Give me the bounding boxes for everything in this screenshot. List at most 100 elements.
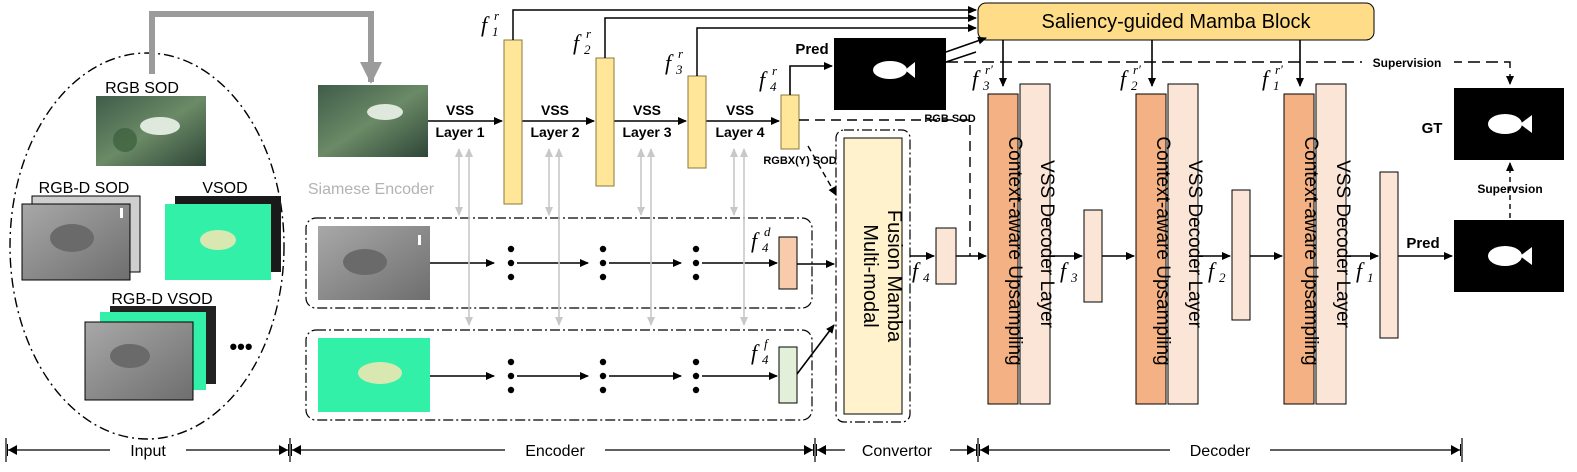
- svg-text:1: 1: [1273, 78, 1280, 93]
- svg-text:d: d: [764, 224, 771, 239]
- svg-text:f: f: [481, 12, 490, 37]
- vss-label-4: VSS: [726, 102, 754, 118]
- siamese-sharing-arrows: [455, 148, 748, 326]
- convertor-block: Multi-modal Fusion Mamba: [835, 129, 911, 423]
- svg-text:r: r: [678, 46, 684, 61]
- section-decoder: Decoder: [1190, 443, 1251, 460]
- label-f1r: f 1 r: [481, 8, 500, 39]
- label-f3r-prime: f 3 r′: [972, 62, 993, 93]
- decoder-layer-label-3: VSS Decoder Layer: [1332, 160, 1353, 329]
- svg-text:1: 1: [1367, 270, 1374, 285]
- rgb-sod-image: [96, 96, 206, 166]
- svg-text:f: f: [759, 67, 768, 92]
- layer-label-3: Layer 3: [622, 124, 671, 140]
- label-f2r-prime: f 2 r′: [1120, 62, 1141, 93]
- rgbd-sod-images: [21, 195, 141, 281]
- decoder-stage-2: Context-aware Upsampling VSS Decoder Lay…: [1120, 62, 1205, 405]
- svg-text:r: r: [494, 8, 500, 23]
- svg-text:2: 2: [1131, 78, 1138, 93]
- feature-bar-f1: [1379, 171, 1399, 339]
- vss-label-1: VSS: [446, 102, 474, 118]
- supervision-label-2: Supervsion: [1477, 182, 1542, 196]
- gt-map: [1454, 88, 1564, 160]
- vsod-images: [165, 196, 281, 280]
- input-to-encoder-arrow: [149, 11, 382, 84]
- label-f4: f 4: [912, 258, 930, 285]
- layer-label-4: Layer 4: [715, 124, 764, 140]
- rgb-sod-label: RGB SOD: [105, 80, 179, 97]
- svg-text:r: r: [772, 63, 778, 78]
- supervision-line: [946, 61, 1514, 85]
- feature-bar-f3r: [687, 75, 707, 169]
- svg-text:f: f: [573, 30, 582, 55]
- section-input: Input: [130, 443, 166, 460]
- rgbd-vsod-label: RGB-D VSOD: [111, 291, 212, 308]
- rgbx-sod-tag: RGBX(Y) SOD: [763, 155, 836, 167]
- svg-text:f: f: [1262, 66, 1271, 91]
- svg-text:f: f: [1060, 258, 1069, 283]
- layer-label-1: Layer 1: [435, 124, 484, 140]
- svg-text:r′: r′: [1133, 62, 1141, 77]
- saliency-mamba-label: Saliency-guided Mamba Block: [1041, 11, 1311, 33]
- svg-text:f: f: [972, 66, 981, 91]
- encoder-flow-row: f 4 f: [305, 329, 813, 421]
- decoder-layer-label-1: VSS Decoder Layer: [1036, 160, 1057, 329]
- layer-label-2: Layer 2: [530, 124, 579, 140]
- label-f1r-prime: f 1 r′: [1262, 62, 1283, 93]
- svg-text:f: f: [1208, 258, 1217, 283]
- encoder-pred-map: [834, 38, 946, 110]
- input-panel: RGB SOD RGB-D SOD VSOD RGB-D VSOD •••: [9, 52, 285, 440]
- label-f4d: f 4 d: [751, 224, 771, 255]
- label-f3r: f 3 r: [665, 46, 684, 77]
- fusion-label-2: Fusion Mamba: [883, 210, 905, 343]
- section-convertor: Convertor: [862, 443, 933, 460]
- encoder-pred-label: Pred: [795, 41, 828, 58]
- siamese-encoder-label: Siamese Encoder: [308, 181, 435, 198]
- depth-input-image: [318, 226, 430, 300]
- feature-bar-f1r: [503, 39, 523, 205]
- fusion-label-1: Multi-modal: [859, 224, 881, 327]
- label-f2r: f 2 r: [573, 26, 592, 57]
- svg-text:4: 4: [770, 79, 777, 94]
- svg-text:3: 3: [982, 78, 990, 93]
- svg-text:r: r: [586, 26, 592, 41]
- encoder-input-image: [318, 85, 428, 157]
- decoder-layer-label-2: VSS Decoder Layer: [1184, 160, 1205, 329]
- mamba-outputs: [999, 40, 1304, 87]
- svg-text:4: 4: [923, 270, 930, 285]
- svg-text:3: 3: [1070, 270, 1078, 285]
- rgbd-vsod-images: [84, 306, 216, 401]
- feature-bar-f2: [1231, 189, 1251, 321]
- svg-text:r′: r′: [1275, 62, 1283, 77]
- upsampling-label-1: Context-aware Upsampling: [1004, 136, 1025, 365]
- decoder-stage-1: Context-aware Upsampling VSS Decoder Lay…: [972, 62, 1057, 405]
- section-ruler: [5, 438, 1463, 462]
- svg-text:f: f: [665, 50, 674, 75]
- vss-label-3: VSS: [633, 102, 661, 118]
- label-f3: f 3: [1060, 258, 1078, 285]
- svg-text:4: 4: [762, 240, 769, 255]
- final-pred-label: Pred: [1406, 235, 1439, 252]
- feature-bar-f2r: [595, 57, 615, 187]
- rgb-sod-tag: RGB SOD: [924, 113, 975, 125]
- more-ellipsis: •••: [229, 334, 252, 359]
- label-f2: f 2: [1208, 258, 1226, 285]
- encoder-to-mamba-lines: [512, 6, 987, 76]
- supervision-label: Supervision: [1373, 56, 1442, 70]
- svg-text:f: f: [1356, 258, 1365, 283]
- svg-text:2: 2: [584, 42, 591, 57]
- svg-text:f: f: [751, 340, 760, 365]
- upsampling-label-2: Context-aware Upsampling: [1152, 136, 1173, 365]
- feature-bar-f4: [935, 227, 957, 285]
- gt-label: GT: [1422, 120, 1443, 137]
- section-encoder: Encoder: [525, 443, 585, 460]
- encoder-rgb-row: Siamese Encoder VSS Layer 1 VSS Layer 2 …: [308, 8, 976, 205]
- svg-text:r′: r′: [985, 62, 993, 77]
- label-f4f: f 4 f: [751, 336, 770, 367]
- rgbd-sod-label: RGB-D SOD: [39, 180, 130, 197]
- label-f4r: f 4 r: [759, 63, 778, 94]
- label-f1: f 1: [1356, 258, 1374, 285]
- svg-text:3: 3: [675, 62, 683, 77]
- svg-text:f: f: [912, 258, 921, 283]
